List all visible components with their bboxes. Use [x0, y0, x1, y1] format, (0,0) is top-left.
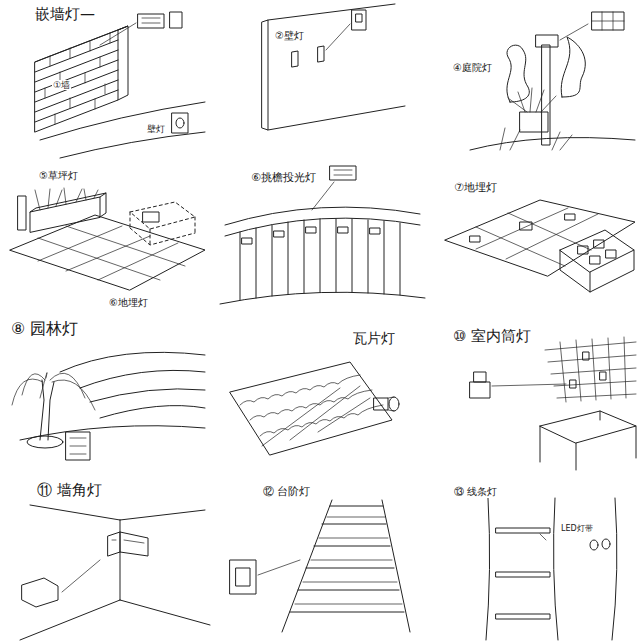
lamp-label: ⑥挑檐投光灯	[250, 172, 317, 185]
lamp-label: 瓦片灯	[352, 330, 396, 346]
lamp-label: ⑫ 台阶灯	[262, 486, 312, 499]
corner-lamp-sketch	[20, 505, 210, 640]
ceiling-downlight-sketch	[470, 337, 636, 470]
lamp-label: ⑦地埋灯	[453, 182, 498, 195]
linear-lamp-sketch	[486, 498, 617, 640]
stair-lamp-sketch	[230, 500, 410, 632]
floor-grid-sketch	[445, 200, 635, 292]
lamp-label: ②壁灯	[274, 30, 305, 42]
bridge-sketch	[220, 166, 425, 304]
lamp-label: ⑬ 线条灯	[453, 486, 498, 498]
lamp-label: 壁灯	[146, 124, 166, 134]
wall-slot-sketch	[262, 4, 405, 130]
garden-lamp-sketch	[470, 12, 635, 150]
lamp-label: 嵌墙灯—	[34, 6, 96, 23]
landscape-lamp-sketch	[12, 352, 205, 460]
lamp-label: ⑩ 室内筒灯	[452, 328, 532, 345]
brick-wall-sketch	[35, 12, 205, 158]
lamp-label: ⑪ 墙角灯	[36, 482, 103, 499]
lamp-label: ①墙	[52, 80, 71, 90]
lamp-label: ⑥地埋灯	[108, 297, 149, 309]
tile-roof-sketch	[230, 362, 399, 455]
lamp-label: ④庭院灯	[452, 62, 493, 74]
lawn-lamp-sketch	[10, 188, 205, 290]
lamp-label: ⑧ 园林灯	[10, 320, 79, 338]
lamp-label: LED灯带	[560, 524, 594, 533]
lamp-label: ⑤草坪灯	[38, 170, 79, 182]
